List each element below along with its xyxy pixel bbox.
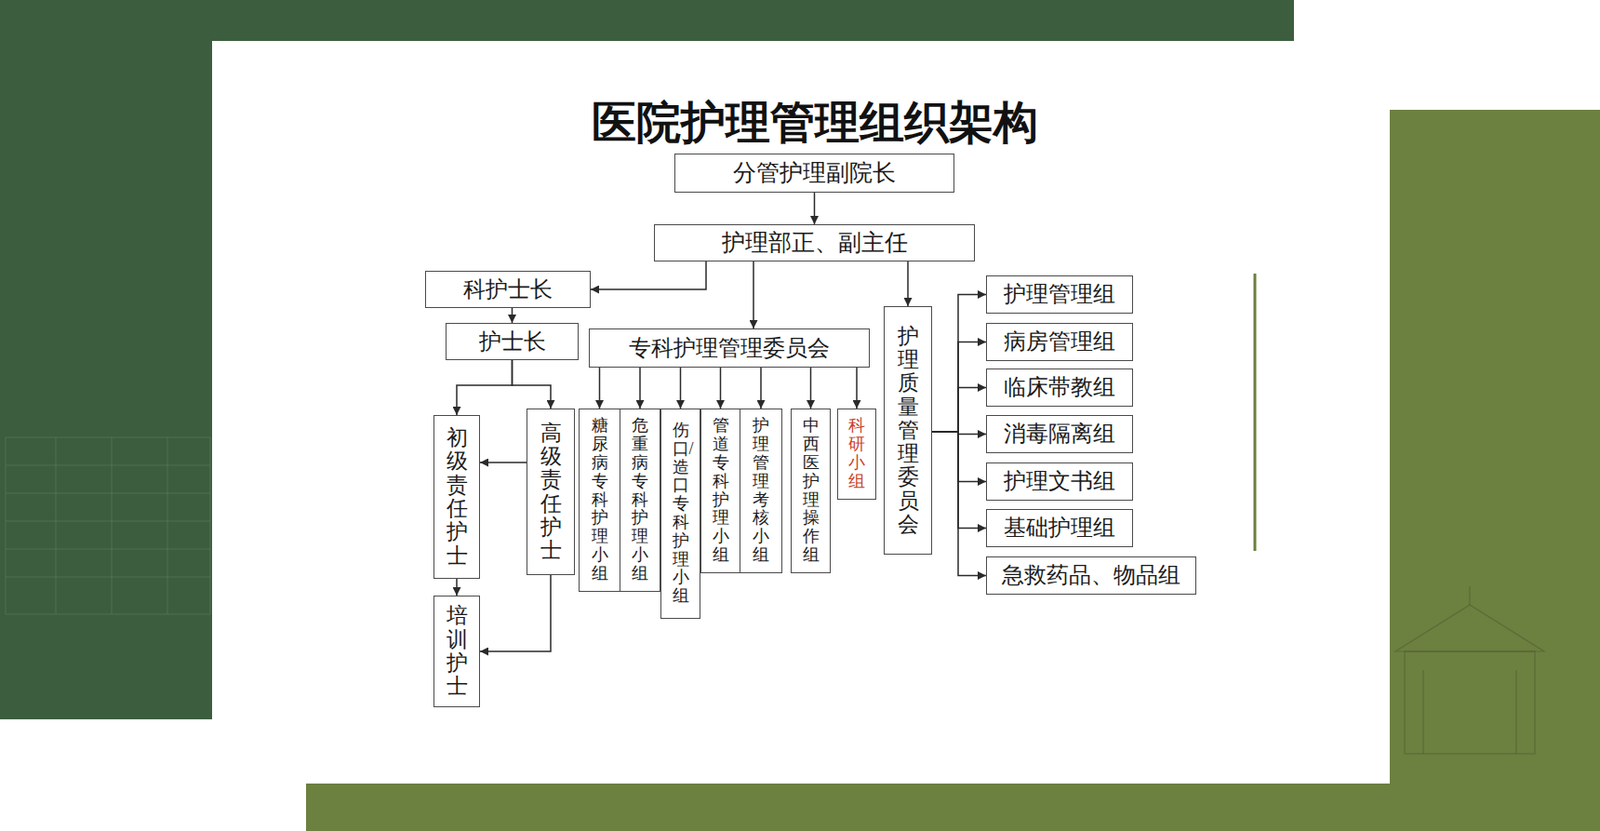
org-box: 病房管理组 (986, 322, 1134, 361)
box-label: 科研小组 (848, 416, 866, 491)
connector-arrow (639, 367, 641, 409)
connector-arrow (512, 360, 552, 409)
box-label: 伤口/造口专科护理小组 (672, 421, 690, 606)
connector-arrow (760, 367, 762, 409)
connector-arrow (855, 367, 858, 409)
org-box: 消毒隔离组 (986, 414, 1134, 454)
vertical-box: 初级责任护士 (433, 414, 480, 579)
box-label: 急救药品、物品组 (1001, 561, 1181, 589)
box-label: 初级责任护士 (446, 426, 468, 568)
org-box: 护士长 (445, 322, 579, 360)
vertical-box: 护理管理考核小组 (739, 408, 783, 574)
org-box: 科护士长 (425, 270, 591, 308)
building-watermark (5, 437, 211, 614)
connector-arrow (813, 192, 816, 225)
org-box: 护理文书组 (986, 462, 1134, 501)
connector-arrow (906, 261, 909, 307)
connector-arrow (752, 261, 755, 329)
org-box: 护理部正、副主任 (653, 224, 975, 262)
org-box: 基础护理组 (986, 508, 1134, 547)
connector-arrow (932, 431, 987, 482)
vertical-box: 糖尿病专科护理小组 (578, 408, 621, 592)
org-box: 专科护理管理委员会 (588, 328, 870, 368)
box-label: 糖尿病专科护理小组 (591, 416, 609, 583)
connector-arrow (511, 307, 514, 323)
box-label: 护理管理考核小组 (752, 416, 770, 564)
connector-arrow (810, 367, 813, 409)
org-box: 分管护理副院长 (674, 153, 955, 193)
connector-arrow (599, 367, 601, 409)
box-label: 护理文书组 (1003, 467, 1116, 495)
accent-line (1253, 273, 1257, 551)
vertical-box: 伤口/造口专科护理小组 (660, 408, 701, 619)
box-label: 管道专科护理小组 (712, 416, 730, 564)
diagram-title: 医院护理管理组织架构 (591, 93, 1039, 153)
connector-arrow (680, 367, 682, 409)
org-box: 急救药品、物品组 (986, 556, 1197, 595)
vertical-box: 高级责任护士 (526, 408, 575, 575)
org-box: 临床带教组 (986, 368, 1134, 407)
box-label: 培训护士 (446, 603, 468, 698)
box-label: 护理部正、副主任 (721, 228, 908, 257)
white-card (212, 40, 1390, 784)
connector-arrow (932, 342, 987, 433)
box-label: 中西医护理操作组 (802, 416, 820, 564)
box-label: 病房管理组 (1003, 328, 1116, 356)
connector-arrow (590, 261, 707, 290)
vertical-box: 管道专科护理小组 (700, 408, 741, 574)
box-label: 护理质量管理委员会 (897, 324, 920, 537)
connector-arrow (455, 578, 458, 596)
connector-arrow (932, 294, 987, 433)
box-label: 基础护理组 (1003, 514, 1116, 542)
org-box: 护理管理组 (986, 275, 1134, 314)
vertical-box: 培训护士 (433, 595, 480, 707)
connector-arrow (932, 387, 987, 433)
box-label: 护理管理组 (1003, 280, 1116, 308)
vertical-box: 中西医护理操作组 (790, 408, 831, 574)
connector-arrow (456, 360, 513, 415)
connector-arrow (720, 367, 722, 409)
box-label: 消毒隔离组 (1003, 420, 1116, 448)
connector-arrow (480, 574, 551, 652)
vertical-box: 危重病专科护理小组 (619, 408, 661, 592)
connector-arrow (932, 431, 987, 576)
connector-arrow (480, 461, 527, 464)
box-label: 专科护理管理委员会 (628, 334, 830, 362)
box-label: 临床带教组 (1003, 373, 1116, 401)
box-label: 护士长 (479, 328, 547, 356)
vertical-box: 科研小组 (837, 408, 877, 500)
box-label: 高级责任护士 (540, 421, 562, 563)
vertical-box: 护理质量管理委员会 (883, 306, 933, 555)
box-label: 危重病专科护理小组 (631, 416, 649, 583)
box-label: 科护士长 (463, 276, 553, 304)
connector-arrow (932, 431, 987, 529)
box-label: 分管护理副院长 (733, 159, 896, 187)
pavilion-watermark (1395, 586, 1545, 754)
